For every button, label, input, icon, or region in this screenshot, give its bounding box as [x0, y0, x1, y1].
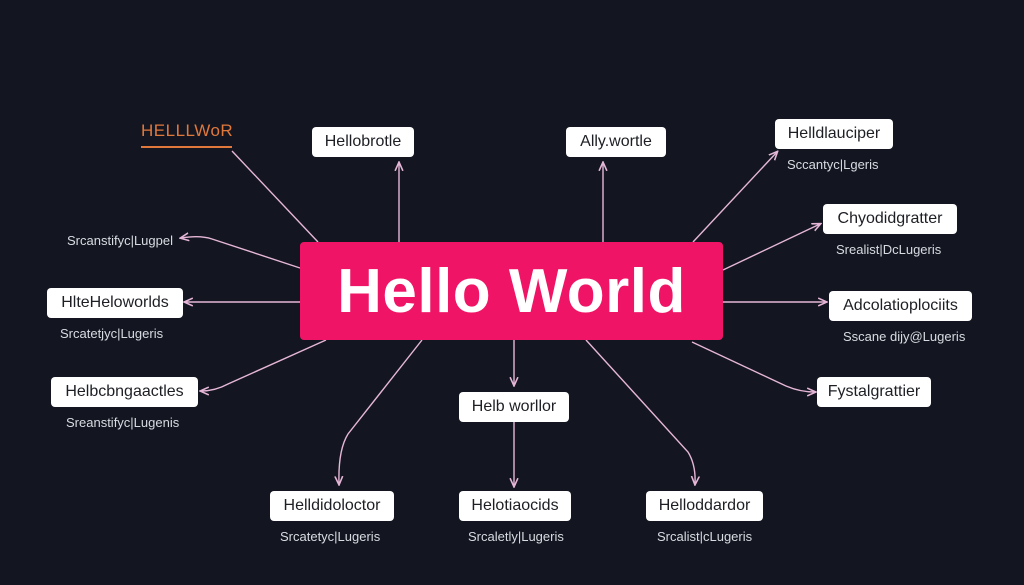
node-fystalgrattier[interactable]: Fystalgrattier — [817, 377, 931, 407]
sublabel-helbcbngaactles: Sreanstifyc|Lugenis — [66, 415, 180, 430]
sublabel-adcolatioplociits: Sscane dijy@Lugeris — [843, 329, 966, 344]
edge-to-fystalgrattier — [691, 341, 815, 392]
sublabel-srcanstifyc: Srcanstifyc|Lugpel — [67, 233, 173, 248]
corner-title-label: HELLLWoR — [141, 121, 234, 140]
sublabel-helldlauciper: Sccantyc|Lgeris — [787, 157, 879, 172]
sublabel-helloddardor: Srcalist|cLugeris — [657, 529, 753, 544]
sublabel-helotiaocids: Srcaletly|Lugeris — [468, 529, 564, 544]
edge-to-helldidoloctor — [339, 339, 423, 484]
node-helloddardor[interactable]: Helloddardor — [646, 491, 763, 521]
sublabel-hltehelowords: Srcatetjyc|Lugeris — [60, 326, 164, 341]
node-helldidoloctor[interactable]: Helldidoloctor — [270, 491, 394, 521]
node-helbcbngaactles[interactable]: Helbcbngaactles — [51, 377, 198, 407]
node-helotiaocids[interactable]: Helotiaocids — [459, 491, 571, 521]
center-node[interactable]: Hello World — [300, 242, 723, 340]
node-ally-wortle[interactable]: Ally.wortle — [566, 127, 666, 157]
node-adcolatioplociits[interactable]: Adcolatioplociits — [829, 291, 972, 321]
sublabel-chyodidgratter: Srealist|DcLugeris — [836, 242, 942, 257]
edge-to-helbcbngaactles — [201, 339, 327, 391]
node-hellobrotle[interactable]: Hellobrotle — [312, 127, 414, 157]
node-helb-worllor[interactable]: Helb worllor — [459, 392, 569, 422]
edge-to-chyodidgratter — [722, 224, 820, 271]
edge-to-helldlauciper — [692, 152, 777, 243]
node-helldlauciper[interactable]: Helldlauciper — [775, 119, 893, 149]
edge-to-helloddardor — [585, 339, 695, 484]
edge-to-srcanstifyc — [181, 237, 301, 269]
edge-to-corner-label — [231, 150, 319, 243]
corner-title-underline — [141, 146, 232, 148]
node-chyodidgratter[interactable]: Chyodidgratter — [823, 204, 957, 234]
sublabel-helldidoloctor: Srcatetyc|Lugeris — [280, 529, 381, 544]
node-hltehelowords[interactable]: HlteHeloworlds — [47, 288, 183, 318]
